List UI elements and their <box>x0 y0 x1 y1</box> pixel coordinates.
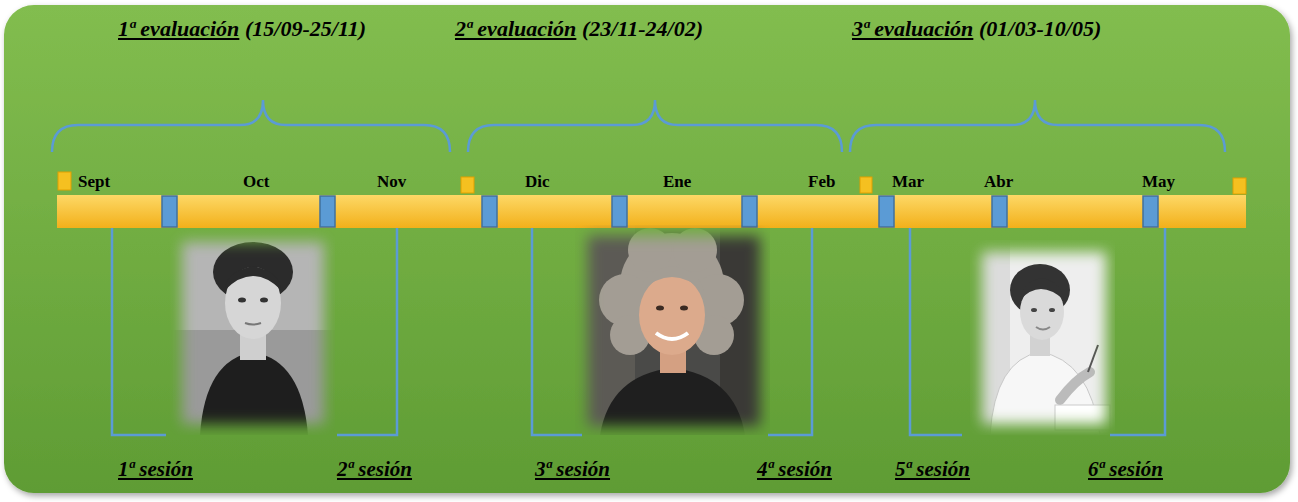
portrait-2 <box>575 225 770 435</box>
evaluation-title: 1ª evaluación <box>118 17 239 41</box>
braces <box>52 100 1225 152</box>
session-brackets <box>112 228 1165 435</box>
month-label: Feb <box>808 173 835 192</box>
portrait-1 <box>170 230 335 435</box>
month-label: Oct <box>243 173 269 192</box>
session-label: 4ª sesión <box>757 458 832 481</box>
portrait-3 <box>970 240 1115 435</box>
month-label: Sept <box>78 173 110 192</box>
session-label: 2ª sesión <box>337 458 412 481</box>
evaluation-title: 2ª evaluación <box>455 17 576 41</box>
month-label: Abr <box>984 173 1013 192</box>
session-label: 5ª sesión <box>895 458 970 481</box>
evaluation-dates: (15/09-25/11) <box>245 17 366 41</box>
month-label: Ene <box>663 173 691 192</box>
session-label: 3ª sesión <box>535 458 610 481</box>
session-markers <box>162 196 1158 227</box>
evaluation-dates: (23/11-24/02) <box>582 17 703 41</box>
month-label: Nov <box>377 173 406 192</box>
evaluation-title: 3ª evaluación <box>852 17 973 41</box>
session-label: 6ª sesión <box>1088 458 1163 481</box>
month-label: Dic <box>525 173 550 192</box>
period-markers <box>58 172 1246 194</box>
month-label: Mar <box>892 173 924 192</box>
evaluation-dates: (01/03-10/05) <box>979 17 1101 41</box>
panel <box>4 5 1290 493</box>
month-label: May <box>1142 173 1175 192</box>
timeline-bar <box>57 195 1246 228</box>
session-label: 1ª sesión <box>118 458 193 481</box>
